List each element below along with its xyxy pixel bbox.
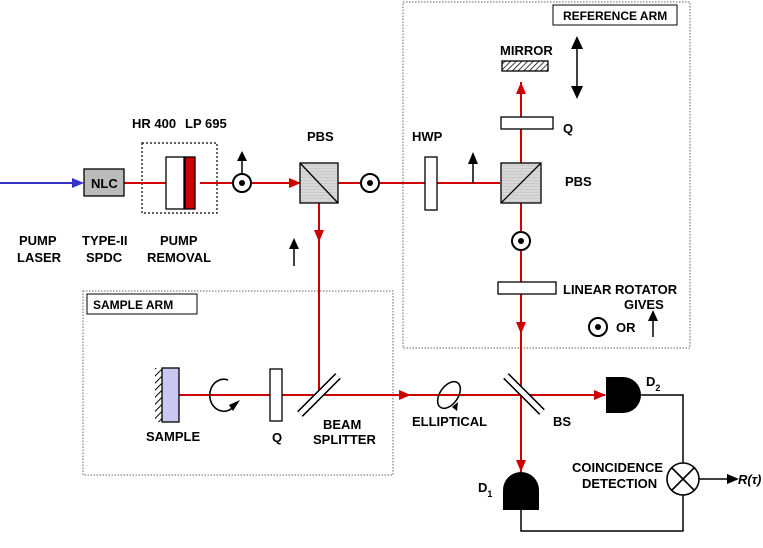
bs-splitter-inner bbox=[504, 374, 544, 414]
reference-arm-box bbox=[402, 1, 691, 349]
q-plate-reference bbox=[500, 116, 554, 130]
nlc-label: NLC bbox=[91, 176, 118, 191]
type2-label-1: TYPE-II bbox=[82, 233, 128, 248]
type2-label-2: SPDC bbox=[86, 250, 123, 265]
lp695-label: LP 695 bbox=[185, 116, 227, 131]
q-reference-label: Q bbox=[563, 121, 573, 136]
bs-label: BS bbox=[553, 414, 571, 429]
pbs-left bbox=[299, 162, 339, 204]
coincidence-detector-icon bbox=[666, 462, 700, 496]
mirror bbox=[501, 60, 549, 72]
elliptical-polarization-icon bbox=[436, 380, 462, 411]
coincidence-label-1: COINCIDENCE bbox=[572, 460, 663, 475]
pbs-right-label: PBS bbox=[565, 174, 592, 189]
pump-removal-label-1: PUMP bbox=[160, 233, 198, 248]
sample-arm-box bbox=[82, 290, 394, 476]
beam-splitter-label-2: SPLITTER bbox=[313, 432, 376, 447]
output-label: R(τ) bbox=[738, 472, 761, 487]
beam-splitter-label-1: BEAM bbox=[323, 417, 361, 432]
linear-rotator bbox=[497, 281, 557, 295]
nlc-crystal bbox=[83, 168, 125, 197]
reference-arm-title: REFERENCE ARM bbox=[563, 9, 667, 23]
pump-label-1: PUMP bbox=[19, 233, 57, 248]
sample bbox=[161, 367, 180, 423]
vertical-polarization-arrow-icon bbox=[468, 152, 478, 183]
vertical-polarization-arrow-icon bbox=[648, 310, 658, 337]
lp695-filter bbox=[184, 156, 196, 210]
vertical-polarization-arrow-icon bbox=[289, 238, 299, 266]
mirror-translation-arrow-icon bbox=[571, 36, 583, 99]
beam-splitter-inner bbox=[298, 374, 340, 416]
q-sample-label: Q bbox=[272, 430, 282, 445]
circular-polarization-icon bbox=[208, 378, 240, 413]
output-arrow bbox=[727, 474, 739, 484]
sample-label: SAMPLE bbox=[146, 429, 201, 444]
horizontal-polarization-dot-icon bbox=[588, 317, 608, 337]
hwp-label: HWP bbox=[412, 129, 443, 144]
linear-rotator-label-1: LINEAR ROTATOR bbox=[563, 282, 678, 297]
mirror-label: MIRROR bbox=[500, 43, 553, 58]
reference-arm-title-box bbox=[552, 4, 678, 26]
pump-beam-arrow bbox=[72, 178, 84, 188]
horizontal-polarization-dot-icon bbox=[360, 173, 380, 193]
pump-label-2: LASER bbox=[17, 250, 62, 265]
or-label: OR bbox=[616, 320, 636, 335]
elliptical-label: ELLIPTICAL bbox=[412, 414, 487, 429]
hwp-plate bbox=[424, 156, 438, 211]
sample-arm-title-box bbox=[86, 293, 198, 315]
detector-d2 bbox=[606, 377, 641, 413]
vertical-polarization-arrow-icon bbox=[237, 151, 247, 174]
pump-removal-box bbox=[141, 142, 218, 214]
hr400-filter bbox=[165, 156, 185, 210]
pbs-left-label: PBS bbox=[307, 129, 334, 144]
detector-d1 bbox=[503, 472, 539, 510]
horizontal-polarization-dot-icon bbox=[232, 173, 252, 193]
horizontal-polarization-dot-icon bbox=[511, 231, 531, 251]
sample-arm-title: SAMPLE ARM bbox=[93, 298, 173, 312]
coincidence-label-2: DETECTION bbox=[582, 476, 657, 491]
d1-label: D1 bbox=[478, 480, 492, 499]
pbs-right bbox=[500, 162, 542, 204]
hr400-label: HR 400 bbox=[132, 116, 176, 131]
sample-hatch bbox=[155, 368, 162, 422]
red-beams bbox=[124, 82, 605, 472]
linear-rotator-label-2: GIVES bbox=[624, 297, 664, 312]
d2-label: D2 bbox=[646, 374, 660, 393]
pump-removal-label-2: REMOVAL bbox=[147, 250, 211, 265]
q-plate-sample bbox=[269, 368, 283, 422]
